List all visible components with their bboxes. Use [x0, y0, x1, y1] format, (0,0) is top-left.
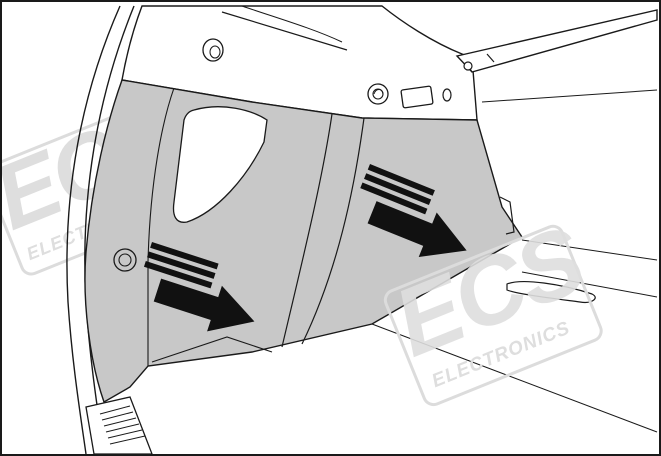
body-outline-left [66, 5, 121, 454]
shelf-hole-icon [202, 38, 224, 62]
panel-clip-inner [118, 253, 132, 267]
tailgate-strut [455, 9, 658, 73]
floor-line-3 [371, 323, 658, 433]
shelf-line [221, 11, 348, 51]
panel-clip-icon [113, 248, 137, 272]
trunk-edge-line [481, 89, 658, 103]
panel-seam-2 [301, 117, 365, 345]
right-edge-bracket [499, 196, 515, 235]
shelf-line-2 [241, 5, 343, 43]
hinge-bolt-icon [463, 61, 473, 71]
removal-arrow-left-icon [143, 242, 255, 332]
shelf-hole-inner [209, 45, 221, 59]
clip-tab [373, 89, 384, 95]
shelf-slot [400, 85, 434, 109]
panel-seam-1 [281, 113, 333, 348]
floor-line-2 [521, 271, 658, 298]
mounting-clip-icon [367, 83, 389, 105]
panel-seam-4 [151, 336, 273, 363]
panel-recess [172, 106, 268, 223]
sill-ribs [99, 405, 146, 445]
shelf-small-hole [442, 88, 452, 102]
floor-handle [506, 281, 596, 303]
sill-strip [85, 396, 153, 454]
floor-line-1 [521, 239, 658, 261]
removal-arrow-right-icon [360, 164, 467, 258]
panel-seam-3 [147, 87, 175, 366]
